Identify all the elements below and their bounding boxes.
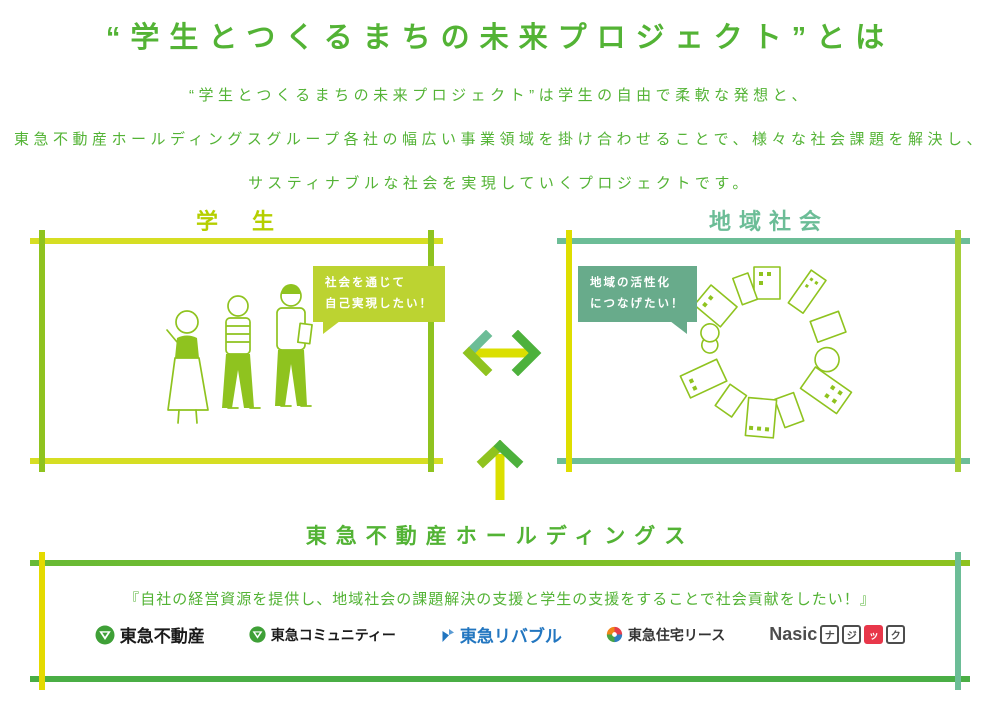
frame-border-left — [39, 552, 45, 690]
logo-tokyu-livable: 東急リバブル — [440, 622, 562, 647]
students-box-label: 学 生 — [195, 209, 289, 234]
frame-border-top — [557, 238, 970, 244]
description-line: 東急不動産ホールディングスグループ各社の幅広い事業領域を掛け合わせることで、様々… — [13, 131, 986, 148]
frame-border-top — [30, 560, 970, 566]
company-name: 東急住宅リース — [627, 626, 726, 643]
bubble-text-line: 地域の活性化 — [590, 277, 671, 289]
frame-border-left — [39, 230, 45, 472]
frame-border-bottom — [30, 676, 970, 682]
frame-border-left — [566, 230, 572, 472]
pinwheel-icon — [606, 626, 623, 643]
up-arrow-icon — [476, 440, 524, 500]
frame-border-right — [428, 230, 434, 472]
holdings-title: 東急不動産ホールディングス — [305, 525, 695, 548]
page-title: “学生とつくるまちの未来プロジェクト”とは — [105, 22, 895, 54]
company-name: 東急不動産 — [119, 627, 205, 646]
students-box: 社会を通じて 自己実現したい！ — [30, 230, 445, 472]
community-box-label: 地域社会 — [708, 209, 829, 234]
bubble-text-line: につなげたい！ — [590, 298, 685, 310]
logo-tokyu-community: 東急コミュニティー — [249, 625, 396, 645]
description-line: “学生とつくるまちの未来プロジェクト”は学生の自由で柔軟な発想と、 — [189, 87, 811, 104]
nasic-wordmark: Nasic — [769, 624, 818, 644]
speech-bubble-tail — [323, 321, 340, 334]
nasic-kana-box: ク — [886, 625, 906, 644]
nasic-kana-box: ッ — [864, 625, 884, 644]
logo-nasic: Nasic ナ ジ ッ ク — [769, 624, 906, 645]
description-line: サスティナブルな社会を実現していくプロジェクトです。 — [248, 175, 752, 192]
nasic-kana-box: ジ — [842, 625, 862, 644]
frame-border-top — [30, 238, 443, 244]
bubble-text-line: 社会を通じて — [325, 277, 406, 289]
company-name: 東急リバブル — [459, 627, 562, 646]
livable-flag-icon — [442, 628, 454, 642]
community-box: 地域の活性化 につなげたい！ — [557, 230, 970, 472]
community-speech-bubble: 地域の活性化 につなげたい！ — [578, 266, 697, 334]
exchange-arrow-icon — [462, 330, 542, 376]
tokyu-emblem-icon — [249, 626, 266, 643]
project-description: “学生とつくるまちの未来プロジェクト”は学生の自由で柔軟な発想と、 東急不動産ホ… — [0, 74, 1000, 206]
frame-border-bottom — [557, 458, 970, 464]
logo-tokyu-fudosan: 東急不動産 — [95, 622, 205, 647]
frame-border-right — [955, 552, 961, 690]
students-speech-bubble: 社会を通じて 自己実現したい！ — [313, 266, 445, 334]
bubble-text-line: 自己実現したい！ — [325, 298, 433, 310]
logo-tokyu-jutaku-lease: 東急住宅リース — [606, 625, 725, 645]
students-walking-illustration — [166, 284, 313, 424]
speech-bubble-tail — [669, 321, 687, 334]
frame-border-bottom — [30, 458, 443, 464]
nasic-kana-box: ナ — [820, 625, 840, 644]
frame-border-right — [955, 230, 961, 472]
company-name: 東急コミュニティー — [270, 626, 396, 643]
company-logos: 東急不動産 東急コミュニティー 東急リバブル — [35, 622, 965, 647]
holdings-statement: 『自社の経営資源を提供し、地域社会の課題解決の支援と学生の支援をすることで社会貢… — [124, 591, 876, 608]
holdings-box: 『自社の経営資源を提供し、地域社会の課題解決の支援と学生の支援をすることで社会貢… — [30, 552, 970, 690]
tokyu-emblem-icon — [95, 625, 115, 644]
circular-city-illustration — [679, 266, 853, 439]
